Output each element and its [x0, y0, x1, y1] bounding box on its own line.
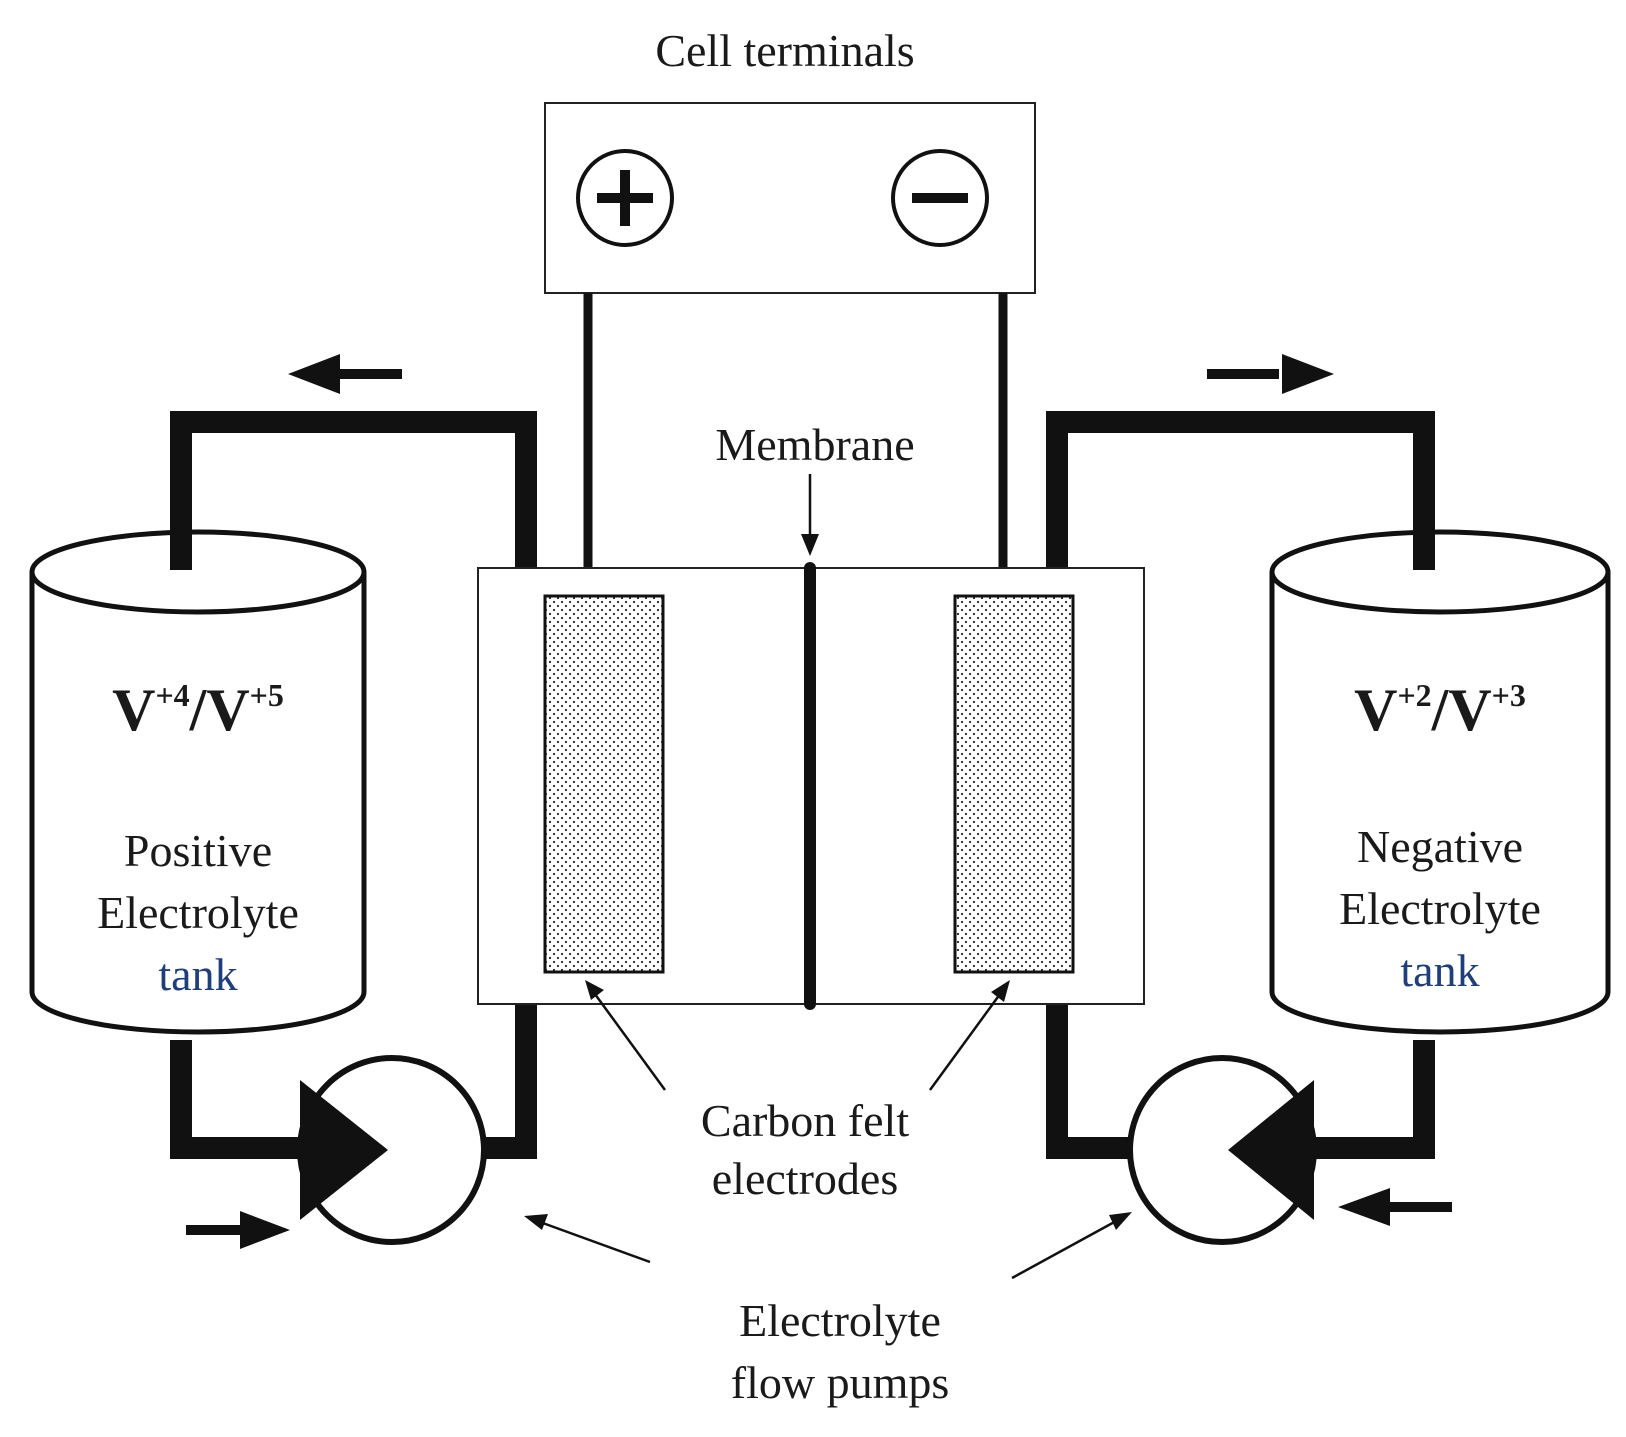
electrode-pointer-left-arrow-icon [585, 980, 667, 1091]
right-bottom-pipe-cell-to-pump [1046, 1000, 1130, 1159]
carbon-felt-label-line1: Carbon felt [701, 1095, 909, 1146]
right-top-pipe [1046, 411, 1435, 570]
left-bottom-pipe-tank-to-pump [170, 1040, 300, 1159]
flow-pumps-label-line1: Electrolyte [739, 1295, 941, 1346]
left-tank-label-line3: tank [158, 949, 237, 1000]
pump-pointer-left-arrow-icon [524, 1214, 651, 1264]
flow-pumps-label-line2: flow pumps [731, 1357, 950, 1408]
left-top-pipe [170, 411, 537, 570]
negative-electrolyte-tank [1269, 529, 1611, 1035]
left-tank-ion-label: V+4/V+5 [112, 677, 284, 743]
positive-carbon-felt-electrode [543, 594, 665, 974]
negative-carbon-felt-electrode [953, 594, 1075, 974]
carbon-felt-label-line2: electrodes [712, 1153, 898, 1204]
negative-terminal-icon [891, 149, 989, 247]
right-bottom-pipe-tank-to-pump [1300, 1040, 1435, 1159]
membrane-label: Membrane [715, 419, 914, 470]
pump-pointer-right-arrow-icon [1011, 1212, 1132, 1280]
right-tank-label-line1: Negative [1357, 821, 1523, 872]
positive-electrolyte-tank [29, 529, 367, 1035]
left-top-flow-arrow-icon [288, 354, 402, 394]
left-bottom-flow-arrow-icon [186, 1211, 290, 1249]
right-tank-label-line2: Electrolyte [1339, 883, 1541, 934]
cell-terminals-label: Cell terminals [655, 25, 914, 76]
left-bottom-pipe-pump-to-cell [484, 1000, 537, 1159]
right-tank-label-line3: tank [1400, 945, 1479, 996]
right-bottom-flow-arrow-icon [1338, 1188, 1452, 1226]
electrode-pointer-right-arrow-icon [928, 980, 1010, 1091]
positive-electrolyte-pump [297, 1055, 487, 1245]
right-top-flow-arrow-icon [1207, 354, 1334, 394]
left-tank-label-line1: Positive [124, 825, 272, 876]
left-tank-label-line2: Electrolyte [97, 887, 299, 938]
right-tank-ion-label: V+2/V+3 [1354, 677, 1526, 743]
membrane-pointer-arrow-icon [801, 474, 819, 556]
negative-electrolyte-pump [1127, 1055, 1317, 1245]
positive-terminal-icon [576, 149, 674, 247]
